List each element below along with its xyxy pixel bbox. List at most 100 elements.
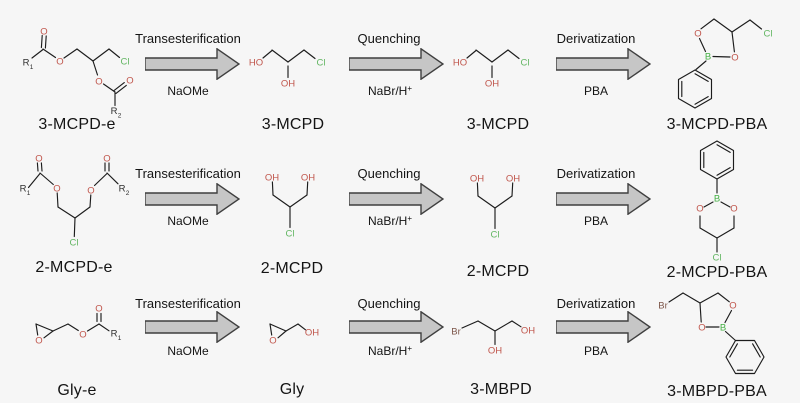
hydroxyl-label: HO bbox=[453, 57, 467, 68]
structure-gly-e: O O O R 1 bbox=[35, 303, 122, 346]
oxygen-label: O bbox=[694, 28, 701, 39]
oxygen-label: O bbox=[95, 303, 102, 314]
reaction-arrow-r3c1 bbox=[145, 311, 240, 343]
compound-label-3-mcpd-1: 3-MCPD bbox=[261, 116, 325, 133]
compound-label-3-mcpd-e: 3-MCPD-e bbox=[38, 116, 116, 133]
chlorine-label: Cl bbox=[317, 57, 326, 68]
boron-label: B bbox=[720, 322, 726, 333]
r-group-label: R bbox=[111, 106, 118, 117]
superscript-plus: + bbox=[407, 84, 413, 93]
oxygen-label: O bbox=[95, 76, 102, 87]
hydroxyl-label: OH bbox=[265, 172, 279, 183]
oxygen-label: O bbox=[40, 26, 47, 37]
reaction-arrow-r2c3 bbox=[556, 183, 651, 215]
step-title-derivatization-r3: Derivatization bbox=[556, 296, 636, 311]
step-title-quenching-r2: Quenching bbox=[357, 166, 421, 181]
r-group-label: R bbox=[111, 328, 118, 339]
hydroxyl-label: OH bbox=[301, 172, 315, 183]
compound-label-3-mcpd-2: 3-MCPD bbox=[466, 116, 530, 133]
step-reagent-nabr-r3: NaBr/H+ bbox=[367, 344, 413, 358]
oxygen-label: O bbox=[269, 335, 276, 346]
chlorine-label: Cl bbox=[764, 28, 773, 39]
compound-label-2-mcpd-1: 2-MCPD bbox=[260, 260, 324, 277]
oxygen-label: O bbox=[126, 75, 133, 86]
compound-label-gly-e: Gly-e bbox=[57, 382, 97, 399]
r-group-subscript: 2 bbox=[126, 190, 130, 197]
oxygen-label: O bbox=[56, 56, 63, 67]
hydroxyl-label: OH bbox=[485, 78, 499, 89]
chlorine-label: Cl bbox=[286, 228, 295, 239]
superscript-plus: + bbox=[407, 344, 413, 353]
hydroxyl-label: OH bbox=[470, 173, 484, 184]
oxygen-label: O bbox=[730, 203, 737, 214]
chlorine-label: Cl bbox=[121, 56, 130, 67]
structure-2-mcpd-e: R 1 O O O O R 2 Cl bbox=[20, 153, 130, 248]
structure-3-mbpd: Br OH OH bbox=[451, 320, 535, 356]
r-group-subscript: 1 bbox=[27, 190, 31, 197]
superscript-plus: + bbox=[407, 214, 413, 223]
chlorine-label: Cl bbox=[521, 57, 530, 68]
step-reagent-pba-r3: PBA bbox=[583, 344, 609, 358]
step-reagent-nabr-r2: NaBr/H+ bbox=[367, 214, 413, 228]
compound-label-3-mbpd: 3-MBPD bbox=[470, 381, 532, 398]
reaction-arrow-r3c3 bbox=[556, 311, 651, 343]
step-reagent-naome-r1: NaOMe bbox=[167, 84, 209, 98]
hydroxyl-label: HO bbox=[249, 57, 263, 68]
step-title-quenching-r3: Quenching bbox=[357, 296, 421, 311]
compound-label-2-mcpd-2: 2-MCPD bbox=[466, 263, 530, 280]
hydroxyl-label: OH bbox=[506, 173, 520, 184]
step-title-transesterification-r3: Transesterification bbox=[135, 296, 241, 311]
compound-label-gly: Gly bbox=[279, 381, 305, 398]
reaction-arrow-r1c3 bbox=[556, 48, 651, 80]
boron-label: B bbox=[705, 51, 711, 62]
reaction-arrow-r1c1 bbox=[145, 48, 240, 80]
bromine-label: Br bbox=[658, 300, 668, 311]
oxygen-label: O bbox=[103, 153, 110, 164]
chlorine-label: Cl bbox=[713, 252, 722, 263]
hydroxyl-label: OH bbox=[521, 325, 535, 336]
compound-label-2-mcpd-pba: 2-MCPD-PBA bbox=[666, 264, 768, 281]
bromine-label: Br bbox=[451, 326, 461, 337]
step-title-transesterification-r1: Transesterification bbox=[135, 31, 241, 46]
step-reagent-naome-r2: NaOMe bbox=[167, 214, 209, 228]
oxygen-label: O bbox=[79, 329, 86, 340]
r-group-subscript: 1 bbox=[30, 64, 34, 71]
reaction-arrow-r1c2 bbox=[349, 48, 444, 80]
oxygen-label: O bbox=[731, 52, 738, 63]
structure-2-mcpd-pba: B O O Cl bbox=[696, 140, 738, 263]
chlorine-label: Cl bbox=[70, 237, 79, 248]
compound-label-3-mbpd-pba: 3-MBPD-PBA bbox=[667, 383, 767, 400]
structure-3-mcpd-e: R 1 O O Cl O O R 2 bbox=[23, 26, 134, 120]
oxygen-label: O bbox=[698, 322, 705, 333]
step-title-derivatization-r1: Derivatization bbox=[556, 31, 636, 46]
step-title-transesterification-r2: Transesterification bbox=[135, 166, 241, 181]
structure-gly: O OH bbox=[269, 323, 319, 346]
r-group-subscript: 2 bbox=[118, 113, 122, 120]
oxygen-label: O bbox=[53, 183, 60, 194]
oxygen-label: O bbox=[87, 185, 94, 196]
r-group-label: R bbox=[23, 58, 30, 69]
structure-3-mcpd-pba: O O B Cl bbox=[677, 18, 773, 109]
structure-2-mcpd-2: OH OH Cl bbox=[470, 173, 520, 240]
reaction-arrow-r2c1 bbox=[145, 183, 240, 215]
hydroxyl-label: OH bbox=[281, 78, 295, 89]
reaction-arrow-r3c2 bbox=[349, 311, 444, 343]
oxygen-label: O bbox=[35, 153, 42, 164]
structure-3-mcpd-1: HO Cl OH bbox=[249, 49, 326, 89]
oxygen-label: O bbox=[729, 300, 736, 311]
reaction-arrow-r2c2 bbox=[349, 183, 444, 215]
r-group-subscript: 1 bbox=[118, 335, 122, 342]
hydroxyl-label: OH bbox=[305, 327, 319, 338]
step-reagent-naome-r3: NaOMe bbox=[167, 344, 209, 358]
r-group-label: R bbox=[20, 183, 27, 194]
step-reagent-pba-r1: PBA bbox=[583, 84, 609, 98]
step-reagent-nabr-r1: NaBr/H+ bbox=[367, 84, 413, 98]
compound-label-2-mcpd-e: 2-MCPD-e bbox=[35, 259, 113, 276]
structure-3-mbpd-pba: Br O O B bbox=[658, 292, 765, 375]
structure-3-mcpd-2: HO Cl OH bbox=[453, 49, 530, 89]
bottom-margin bbox=[0, 403, 800, 419]
structure-2-mcpd-1: OH OH Cl bbox=[265, 172, 315, 239]
oxygen-label: O bbox=[696, 203, 703, 214]
step-title-quenching-r1: Quenching bbox=[357, 31, 421, 46]
